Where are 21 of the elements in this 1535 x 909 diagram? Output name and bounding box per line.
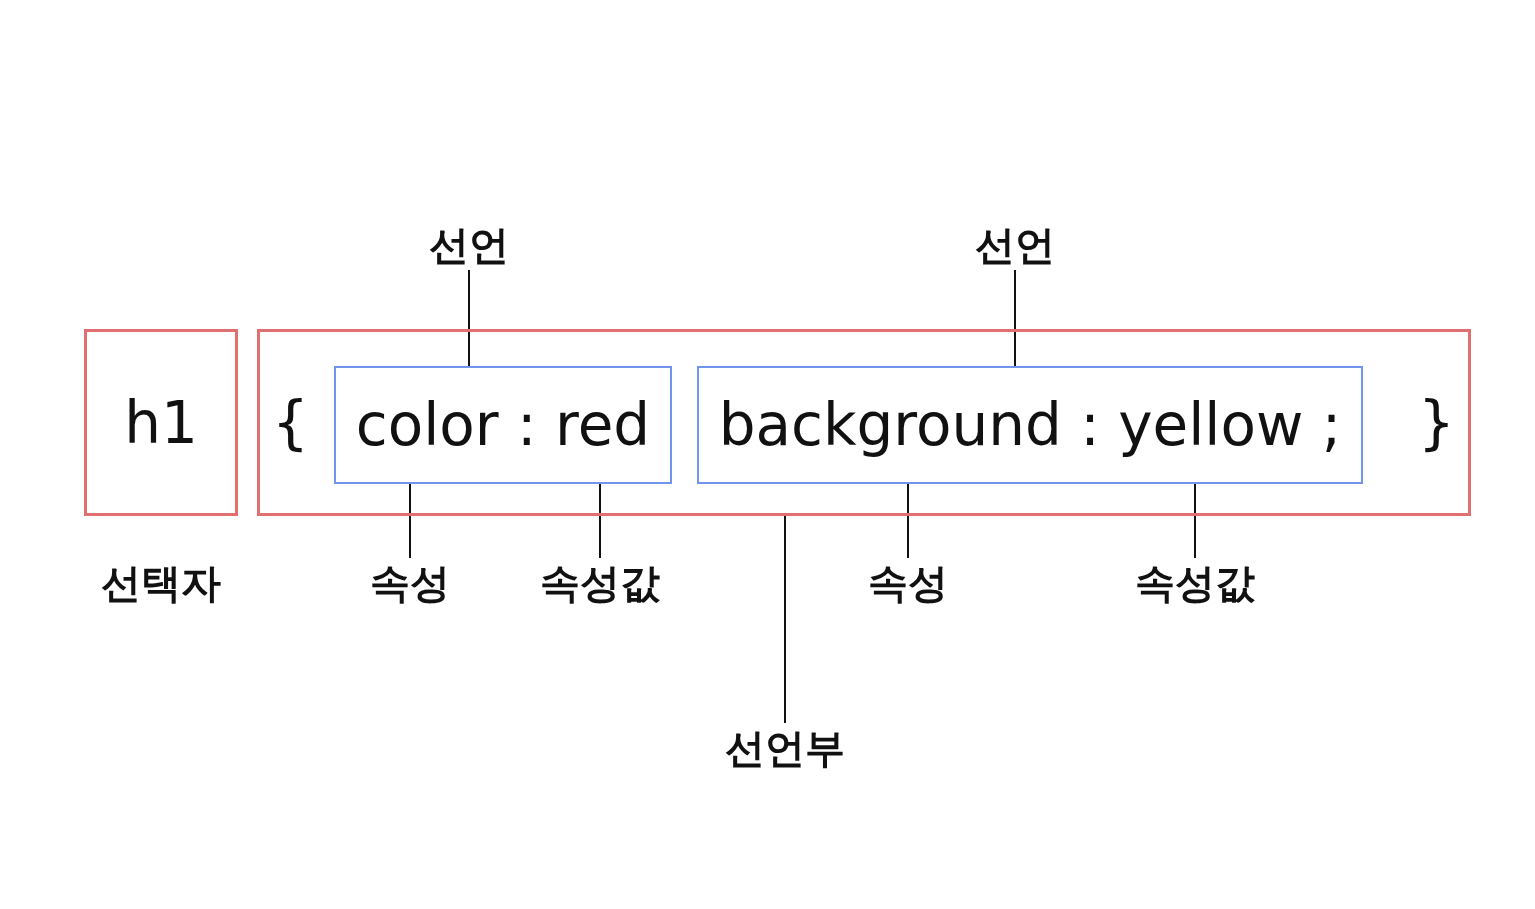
- declaration-box: background : yellow ;: [697, 366, 1363, 484]
- leader-line: [1014, 269, 1016, 367]
- leader-line: [468, 269, 470, 367]
- property-label: 속성: [868, 560, 948, 606]
- declaration-block-box: [257, 329, 1471, 516]
- value-label: 속성값: [1135, 560, 1255, 606]
- selector-box: h1: [84, 329, 238, 516]
- declaration-box: color : red: [334, 366, 672, 484]
- leader-line: [1194, 483, 1196, 559]
- leader-line: [599, 483, 601, 559]
- declaration-label: 선언: [975, 222, 1055, 268]
- brace-text: }: [1418, 389, 1455, 456]
- leader-line: [409, 483, 411, 559]
- leader-line: [907, 483, 909, 559]
- declaration-label: 선언: [429, 222, 509, 268]
- leader-line: [784, 515, 786, 724]
- value-label: 속성값: [540, 560, 660, 606]
- property-label: 속성: [370, 560, 450, 606]
- brace-text: {: [272, 389, 309, 456]
- caption-label: 선택자: [101, 560, 221, 606]
- declaration-block-label: 선언부: [725, 725, 845, 771]
